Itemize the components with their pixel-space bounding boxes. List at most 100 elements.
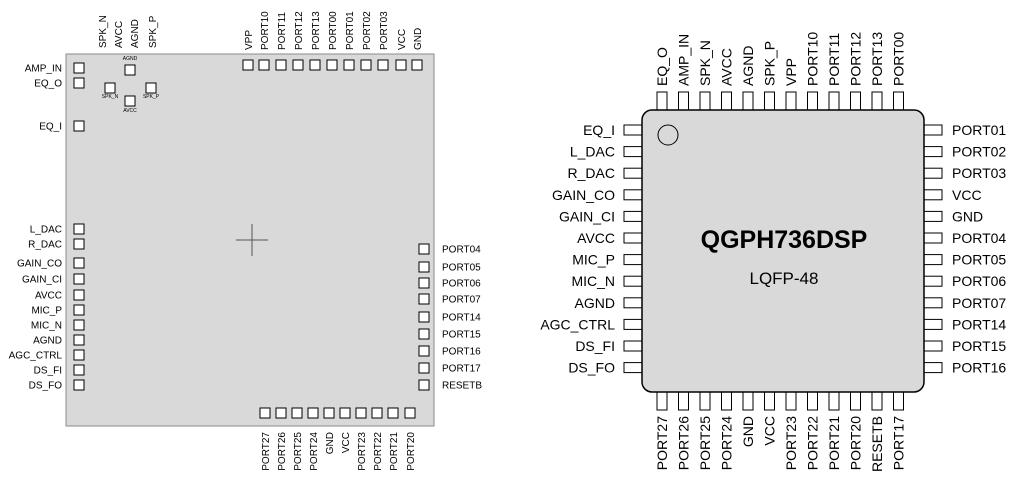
- pkg-pin-label-bottom: PORT21: [826, 416, 842, 470]
- pkg-pin-left-l-dac: [623, 146, 643, 158]
- pkg-pin-label-bottom: PORT17: [891, 416, 907, 470]
- pkg-pin-bottom-port22: [807, 391, 818, 411]
- die-label-bottom: PORT26: [277, 432, 288, 471]
- pkg-pin-label-top: PORT13: [869, 32, 885, 86]
- die-pad-top-port02: [360, 59, 372, 71]
- die-pad-left-l-dac: [73, 223, 85, 235]
- pkg-pin-bottom-port25: [699, 391, 711, 411]
- pkg-pin-label-bottom: PORT22: [805, 416, 821, 470]
- pin1-marker: [657, 124, 679, 146]
- die-pad-right-port14: [418, 311, 430, 323]
- die-label-top: PORT02: [362, 11, 373, 50]
- die-label-left: EQ_I: [39, 122, 62, 133]
- die-label-top: AGND: [130, 19, 141, 48]
- die-right-pads: PORT04PORT05PORT06PORT07PORT14PORT15PORT…: [418, 243, 482, 392]
- die-pad-bottom-gnd: [323, 407, 335, 419]
- pkg-pin-label-left: DS_FI: [575, 338, 615, 354]
- die-inner-pad-avcc: [124, 95, 136, 107]
- die-label-top: PORT01: [345, 11, 356, 50]
- die-label-right: PORT17: [442, 364, 481, 375]
- die-label-bottom: PORT27: [261, 432, 272, 471]
- pkg-pin-bottom-port23: [785, 391, 797, 411]
- pkg-pin-right-port01: [923, 124, 943, 136]
- pkg-pin-label-top: PORT00: [891, 32, 907, 86]
- pkg-pin-bottom-port20: [850, 391, 861, 411]
- pkg-pin-label-right: PORT04: [952, 230, 1006, 246]
- die-pad-right-port15: [418, 328, 430, 340]
- die-label-top: PORT03: [379, 11, 390, 50]
- die-pad-top-port11: [275, 59, 287, 71]
- pkg-pin-label-left: DS_FO: [568, 360, 615, 376]
- pkg-pin-label-top: PORT11: [826, 33, 842, 86]
- pkg-pin-label-right: PORT03: [952, 165, 1006, 181]
- die-inner-pads: AGND SPK_N SPK_P AVCC: [102, 56, 160, 114]
- pkg-pin-left-avcc: [623, 232, 643, 244]
- pkg-pin-left-mic-n: [623, 275, 643, 287]
- pkg-pin-right-port04: [923, 232, 943, 244]
- die-pad-bottom-port26: [275, 407, 287, 419]
- pkg-pin-label-left: AGND: [575, 295, 615, 311]
- pkg-pin-top-vpp: [785, 91, 797, 111]
- pkg-pin-label-left: R_DAC: [568, 165, 615, 181]
- pkg-pin-right-port06: [923, 275, 943, 287]
- die-inner-pad-label: AGND: [123, 56, 138, 62]
- pkg-pin-label-right: PORT16: [952, 360, 1006, 376]
- die-pad-left-gain-ci: [73, 273, 85, 285]
- pkg-pin-label-bottom: PORT26: [676, 416, 692, 470]
- pkg-pin-label-bottom: VCC: [762, 416, 778, 446]
- pkg-pin-label-left: GAIN_CO: [552, 187, 615, 203]
- pkg-pin-label-top: SPK_P: [762, 41, 778, 86]
- die-label-left: DS_FO: [29, 381, 63, 392]
- pkg-pin-right-port16: [923, 362, 943, 374]
- pkg-pin-left-ds-fi: [623, 340, 643, 352]
- die-pad-left-gain-co: [73, 257, 85, 269]
- pkg-pin-top-port10: [807, 91, 818, 111]
- die-inner-pad-label: AVCC: [123, 108, 137, 114]
- die-pad-bottom-vcc: [339, 407, 351, 419]
- die-pad-left-ds-fo: [73, 379, 85, 391]
- die-pad-bottom-port21: [387, 407, 399, 419]
- die-label-left: DS_FI: [34, 366, 62, 377]
- die-inner-pad-label: SPK_N: [102, 94, 119, 100]
- pkg-pin-label-bottom: PORT23: [783, 416, 799, 470]
- die-label-left: L_DAC: [30, 225, 62, 236]
- die-label-left: GAIN_CI: [22, 275, 62, 286]
- die-label-bottom: PORT22: [373, 432, 384, 471]
- die-label-top: PORT00: [328, 11, 339, 50]
- pkg-pin-top-avcc: [721, 91, 732, 111]
- die-pad-left-avcc: [73, 289, 85, 301]
- pkg-pin-left-eq-i: [623, 124, 643, 136]
- die-pad-right-port06: [418, 277, 430, 289]
- pkg-pin-label-left: MIC_P: [572, 252, 615, 268]
- pkg-pin-label-right: PORT02: [952, 144, 1006, 160]
- die-label-right: PORT06: [442, 279, 481, 290]
- pkg-pin-right-port03: [923, 167, 943, 179]
- pkg-pin-label-left: EQ_I: [583, 122, 615, 138]
- die-inner-pad-label: SPK_P: [143, 94, 160, 100]
- pkg-pin-label-top: PORT10: [805, 32, 821, 86]
- die-pad-right-port16: [418, 345, 430, 357]
- pkg-pin-label-left: AVCC: [577, 230, 615, 246]
- die-pad-left-mic-n: [73, 319, 85, 331]
- pkg-pin-label-right: PORT06: [952, 273, 1006, 289]
- die-pad-left-ds-fi: [73, 364, 85, 376]
- die-pad-bottom-port20: [404, 407, 416, 419]
- pkg-pin-top-port12: [850, 91, 861, 111]
- pkg-pin-label-top: PORT12: [848, 32, 864, 86]
- die-label-top: PORT11: [277, 12, 288, 50]
- die-pad-bottom-port25: [291, 407, 303, 419]
- die-label-left: MIC_P: [31, 306, 62, 317]
- die-pad-top-port03: [377, 59, 389, 71]
- pkg-pin-bottom-gnd: [742, 391, 754, 411]
- pkg-pin-bottom-port27: [656, 391, 668, 411]
- die-pad-top-gnd: [411, 59, 423, 71]
- pkg-pin-label-right: PORT14: [952, 316, 1006, 332]
- pkg-pin-label-right: PORT01: [952, 122, 1006, 138]
- die-pad-top-vcc: [395, 59, 407, 71]
- die-label-top: PORT12: [294, 11, 305, 50]
- pkg-pin-right-port14: [923, 318, 943, 330]
- die-pad-right-port17: [418, 362, 430, 374]
- die-label-bottom: PORT24: [309, 432, 320, 471]
- package-body: [641, 109, 925, 393]
